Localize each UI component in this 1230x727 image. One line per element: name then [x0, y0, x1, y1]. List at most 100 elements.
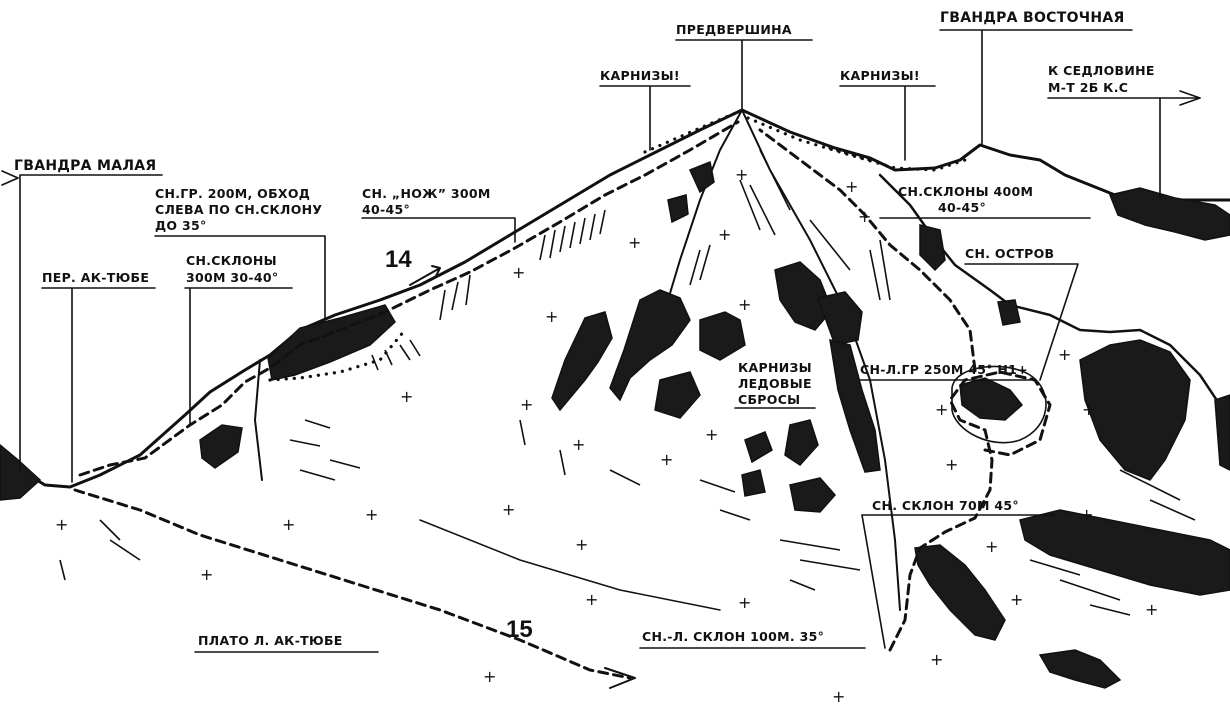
plus-mark: + — [545, 307, 558, 326]
plus-mark: + — [520, 395, 533, 414]
rock-east-far — [1108, 187, 1230, 241]
leader-k-sedlovine — [1047, 97, 1201, 199]
plus-mark: + — [832, 687, 845, 706]
plus-mark: + — [1082, 400, 1095, 419]
rock-east-ridge-1 — [919, 224, 946, 272]
route-14 — [78, 120, 740, 477]
plus-mark: + — [572, 435, 585, 454]
rock-east-right — [1214, 394, 1230, 471]
rock-center-3 — [699, 311, 746, 361]
rock-upper-left-2 — [667, 194, 689, 224]
label-k-sedlovine-line1: К СЕДЛОВИНЕ — [1048, 63, 1155, 78]
leader-sn-gr — [154, 235, 326, 319]
plus-mark: + — [1080, 505, 1093, 524]
route-14-arrow — [409, 265, 441, 286]
leader-per-ak-tyube — [41, 287, 156, 483]
plateau-curve — [419, 519, 721, 611]
plus-mark: + — [575, 535, 588, 554]
label-karnizy-left: КАРНИЗЫ! — [600, 68, 680, 83]
label-sn-l-gr: СН-Л.ГР 250М 45° Н1+ — [860, 362, 1028, 377]
plus-mark: + — [935, 400, 948, 419]
rock-ridge-band — [267, 304, 396, 381]
rock-island — [959, 377, 1024, 421]
plus-mark: + — [1058, 345, 1071, 364]
cornice-dots — [268, 110, 967, 382]
rock-upper-left-1 — [688, 160, 715, 194]
plus-mark: + — [282, 515, 295, 534]
label-predvershina: ПРЕДВЕРШИНА — [676, 22, 792, 37]
rock-ice-1 — [744, 431, 773, 464]
rock-bottom-right — [1038, 649, 1122, 689]
rock-center-5 — [774, 261, 833, 331]
plus-mark: + — [845, 177, 858, 196]
label-sn-gr-line2: СЛЕВА ПО СН.СКЛОНУ — [155, 202, 322, 217]
label-karnizy-ledovye-line1: КАРНИЗЫ — [738, 360, 812, 375]
plus-mark: + — [585, 590, 598, 609]
label-k-sedlovine-line2: М-Т 2Б К.С — [1048, 80, 1128, 95]
label-sn-l-sklon-100: СН.-Л. СКЛОН 100М. 35° — [642, 629, 824, 644]
route-14-path — [78, 120, 740, 477]
plus-mark: + — [1010, 590, 1023, 609]
leader-sn-l-sklon-100 — [639, 514, 886, 649]
rock-center-6 — [817, 291, 863, 346]
leader-karnizy-left — [599, 85, 691, 151]
route-15 — [73, 128, 1052, 689]
plus-mark: + — [483, 667, 496, 686]
plus-mark: + — [930, 650, 943, 669]
plus-mark: + — [55, 515, 68, 534]
plus-mark: + — [512, 263, 525, 282]
text-labels: ГВАНДРА МАЛАЯ ПЕР. АК-ТЮБЕ СН.ГР. 200М, … — [14, 10, 1155, 648]
plus-mark: + — [985, 537, 998, 556]
label-plato: ПЛАТО Л. АК-ТЮБЕ — [198, 633, 343, 648]
plus-mark: + — [738, 593, 751, 612]
leader-sn-ostrov — [964, 263, 1079, 381]
rock-center-2 — [609, 289, 691, 402]
lower-left-slope-line — [254, 359, 263, 481]
plus-mark: + — [945, 455, 958, 474]
leader-predvershina — [675, 39, 813, 111]
rock-center-4 — [654, 371, 701, 419]
label-nozh-line2: 40-45° — [362, 202, 410, 217]
rock-gully-1 — [829, 338, 881, 473]
slope-hatching — [59, 149, 1196, 616]
plus-mark: + — [858, 207, 871, 226]
plus-mark: + — [718, 225, 731, 244]
rock-lower-promontory — [914, 544, 1006, 641]
label-sn-gr-line3: ДО 35° — [155, 218, 207, 233]
rock-east-ridge-2 — [997, 299, 1021, 326]
summit-south-face-line — [664, 109, 743, 311]
rock-east-lower — [1019, 509, 1230, 596]
rock-left-mid — [199, 424, 243, 469]
snow-plus-marks: + + + + + + + + + + + + + + + + + + + + … — [55, 165, 1158, 706]
label-sn-sklony-300-line2: 300М 30-40° — [186, 270, 278, 285]
label-nozh-line1: СН. „НОЖ” 300М — [362, 186, 491, 201]
rock-ice-4 — [789, 477, 837, 513]
rock-ice-3 — [741, 469, 766, 497]
label-sn-sklony-300-line1: СН.СКЛОНЫ — [186, 253, 277, 268]
plus-mark: + — [660, 450, 673, 469]
island-outline — [951, 365, 1047, 444]
leader-lines — [1, 29, 1201, 653]
rock-left-base — [0, 444, 42, 501]
route-15-upper — [758, 128, 977, 372]
label-sn-gr-line1: СН.ГР. 200М, ОБХОД — [155, 186, 310, 201]
plus-mark: + — [200, 565, 213, 584]
rock-east-face-large — [1079, 339, 1191, 481]
label-sn-sklony-400-line2: 40-45° — [938, 200, 986, 215]
label-sn-ostrov: СН. ОСТРОВ — [965, 246, 1054, 261]
plus-mark: + — [628, 233, 641, 252]
leader-karnizy-right — [839, 85, 936, 161]
label-sn-sklony-400-line1: СН.СКЛОНЫ 400М — [898, 184, 1033, 199]
rock-ice-2 — [784, 419, 819, 466]
label-karnizy-ledovye-line3: СБРОСЫ — [738, 392, 800, 407]
route-15-arrow — [604, 667, 636, 689]
main-ridge-line — [0, 108, 1230, 489]
plus-mark: + — [705, 425, 718, 444]
rock-center-1 — [551, 311, 613, 412]
rock-outcrops — [0, 160, 1230, 689]
leader-gvandra-malaya — [19, 174, 163, 471]
route-14-number: 14 — [385, 246, 412, 273]
route-15-east-face — [888, 370, 1052, 652]
